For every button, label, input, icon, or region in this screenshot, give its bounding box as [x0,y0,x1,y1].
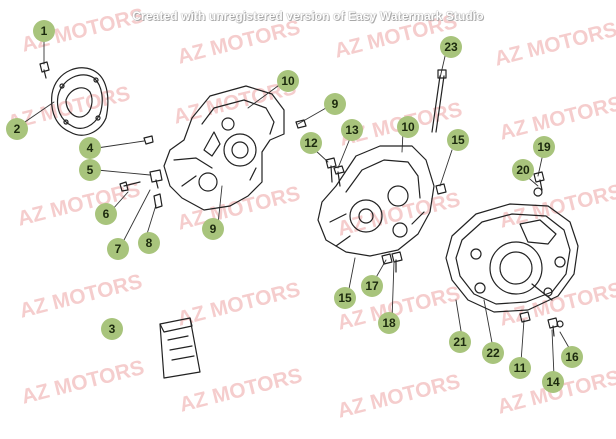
callout-12: 12 [300,132,322,154]
dowel-pin-part-4 [143,135,154,145]
left-crankcase-part-10 [163,85,285,211]
callout-20: 20 [512,159,534,181]
ignition-cover-part-2 [51,67,109,136]
watermark-notice: Created with unregistered version of Eas… [132,9,484,23]
screw-part-19 [533,171,545,191]
callout-10: 10 [277,70,299,92]
bolt-part-1 [39,61,50,79]
callout-11: 11 [509,357,531,379]
screw-part-5 [149,169,163,189]
bolt-part-6 [119,181,141,192]
callout-13: 13 [341,119,363,141]
pin-part-8 [153,193,163,209]
callout-21: 21 [449,331,471,353]
washer-part-16 [556,320,564,328]
callout-4: 4 [79,137,101,159]
right-crankcase-part-10 [317,145,435,257]
callout-3: 3 [101,318,123,340]
callout-16: 16 [561,346,583,368]
bolt-part-18 [391,251,403,273]
callout-8: 8 [138,232,160,254]
bolt-part-9 [295,119,307,129]
callout-1: 1 [33,20,55,42]
callout-5: 5 [79,159,101,181]
callout-17: 17 [361,275,383,297]
plug-part-15 [435,183,447,195]
callout-10: 10 [397,116,419,138]
bolt-part-11 [519,311,531,323]
bolt-part-14 [547,317,559,337]
callout-22: 22 [482,342,504,364]
callout-2: 2 [6,118,28,140]
callout-9: 9 [324,93,346,115]
stud-part-23 [431,69,447,133]
callout-14: 14 [542,371,564,393]
callout-19: 19 [533,136,555,158]
callout-9: 9 [202,218,224,240]
bolt-part-17 [381,253,393,265]
callout-7: 7 [107,238,129,260]
callout-15: 15 [334,287,356,309]
washer-part-20 [533,187,543,197]
bolt-part-12 [325,157,337,183]
clutch-cover-part-21 [445,203,579,313]
callout-15: 15 [447,129,469,151]
callout-6: 6 [95,203,117,225]
callout-23: 23 [440,36,462,58]
bolt-part-13 [333,165,345,187]
gasket-kit-part-3 [159,317,201,379]
callout-18: 18 [378,312,400,334]
